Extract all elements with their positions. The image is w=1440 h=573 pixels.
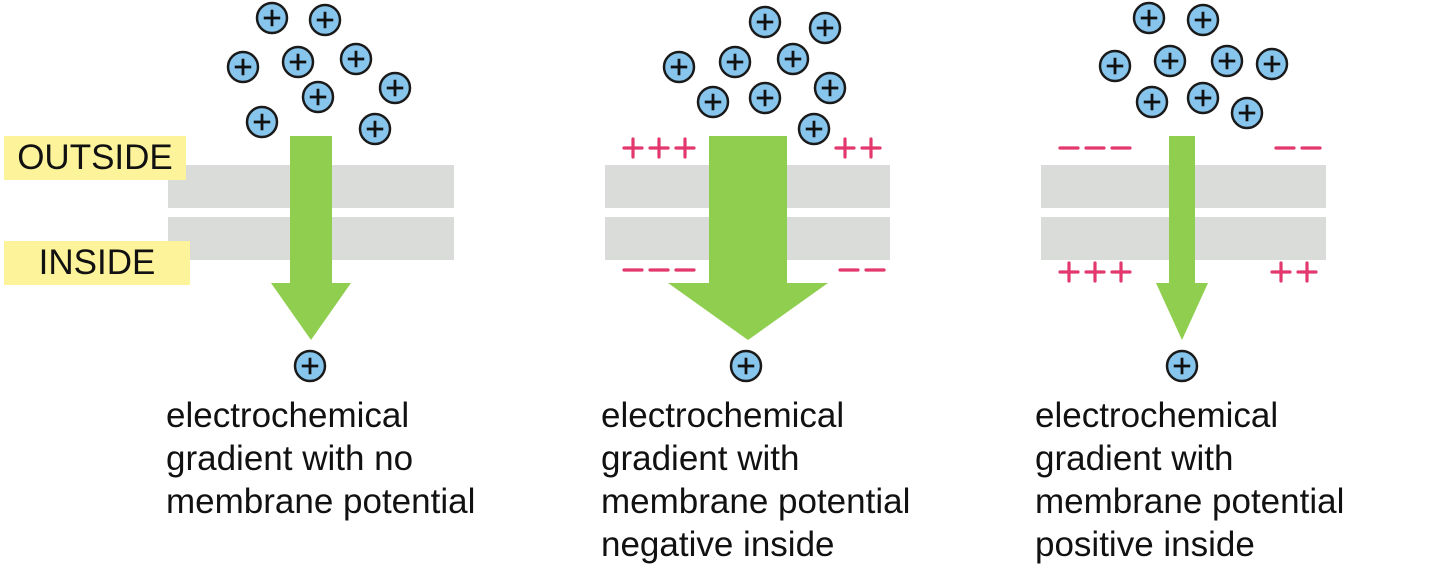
positive-ion-icon bbox=[1230, 96, 1264, 130]
positive-ion-icon bbox=[797, 112, 831, 146]
positive-ion-icon bbox=[729, 349, 763, 383]
positive-ion-icon bbox=[748, 81, 782, 115]
positive-ion-icon bbox=[358, 112, 392, 146]
positive-ion-icon bbox=[808, 11, 842, 45]
caption-line: positive inside bbox=[1035, 525, 1255, 564]
positive-ion-icon bbox=[1135, 85, 1169, 119]
positive-ion-icon bbox=[1098, 49, 1132, 83]
charge-top-left bbox=[622, 137, 696, 159]
caption-panel-1: electrochemical gradient with no membran… bbox=[166, 394, 475, 523]
positive-ion-icon bbox=[1153, 44, 1187, 78]
positive-ion-icon bbox=[662, 50, 696, 84]
positive-ion-icon bbox=[1186, 3, 1220, 37]
caption-line: electrochemical bbox=[166, 396, 410, 435]
positive-ion-icon bbox=[1165, 349, 1199, 383]
positive-ion-icon bbox=[1210, 44, 1244, 78]
caption-panel-2: electrochemical gradient with membrane p… bbox=[601, 394, 910, 566]
gradient-arrow bbox=[668, 136, 828, 340]
caption-line: negative inside bbox=[601, 525, 835, 564]
inside-label: INSIDE bbox=[4, 241, 190, 285]
positive-ion-icon bbox=[378, 71, 412, 105]
positive-ion-icon bbox=[813, 71, 847, 105]
positive-ion-icon bbox=[718, 45, 752, 79]
gradient-arrow bbox=[271, 136, 351, 340]
caption-line: electrochemical bbox=[1035, 396, 1279, 435]
positive-ion-icon bbox=[301, 80, 335, 114]
positive-ion-icon bbox=[339, 42, 373, 76]
outside-label: OUTSIDE bbox=[4, 136, 186, 180]
positive-ion-icon bbox=[1186, 81, 1220, 115]
positive-ion-icon bbox=[776, 42, 810, 76]
caption-line: gradient with no bbox=[166, 439, 414, 478]
caption-line: gradient with bbox=[1035, 439, 1234, 478]
positive-ion-icon bbox=[281, 45, 315, 79]
positive-ion-icon bbox=[245, 105, 279, 139]
positive-ion-icon bbox=[1255, 47, 1289, 81]
caption-line: electrochemical bbox=[601, 396, 845, 435]
positive-ion-icon bbox=[255, 1, 289, 35]
caption-panel-3: electrochemical gradient with membrane p… bbox=[1035, 394, 1344, 566]
charge-bottom-right bbox=[1270, 261, 1318, 283]
positive-ion-icon bbox=[748, 5, 782, 39]
charge-bottom-left bbox=[1058, 261, 1132, 283]
positive-ion-icon bbox=[1132, 1, 1166, 35]
positive-ion-icon bbox=[293, 349, 327, 383]
positive-ion-icon bbox=[696, 85, 730, 119]
caption-line: membrane potential bbox=[601, 482, 911, 521]
caption-line: gradient with bbox=[601, 439, 800, 478]
charge-top-right bbox=[834, 137, 882, 159]
positive-ion-icon bbox=[226, 50, 260, 84]
positive-ion-icon bbox=[308, 3, 342, 37]
caption-line: membrane potential bbox=[166, 482, 476, 521]
gradient-arrow bbox=[1156, 136, 1208, 340]
caption-line: membrane potential bbox=[1035, 482, 1345, 521]
